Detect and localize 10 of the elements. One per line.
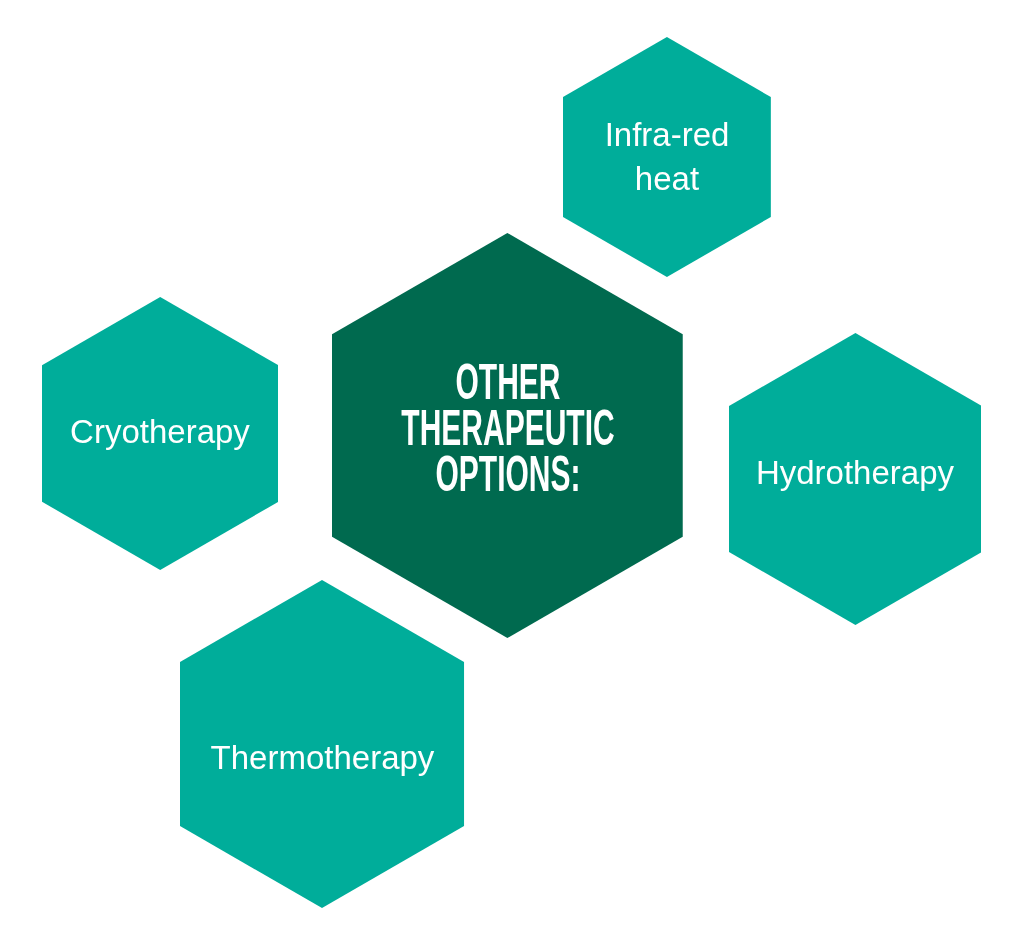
hexagon-tile [180,580,465,908]
heading-label: OTHER THERAPEUTIC OPTIONS: [399,358,616,497]
node-label: Thermotherapy [210,738,435,778]
node-label: Cryotherapy [70,411,250,452]
hexagon-tile [41,297,279,570]
hexagon-tile [728,333,982,625]
central-hexagon [332,233,683,638]
node-label: Infra-red heat [603,115,731,199]
node-label: Hydrotherapy [755,453,955,493]
hexagon-tile [563,37,771,277]
